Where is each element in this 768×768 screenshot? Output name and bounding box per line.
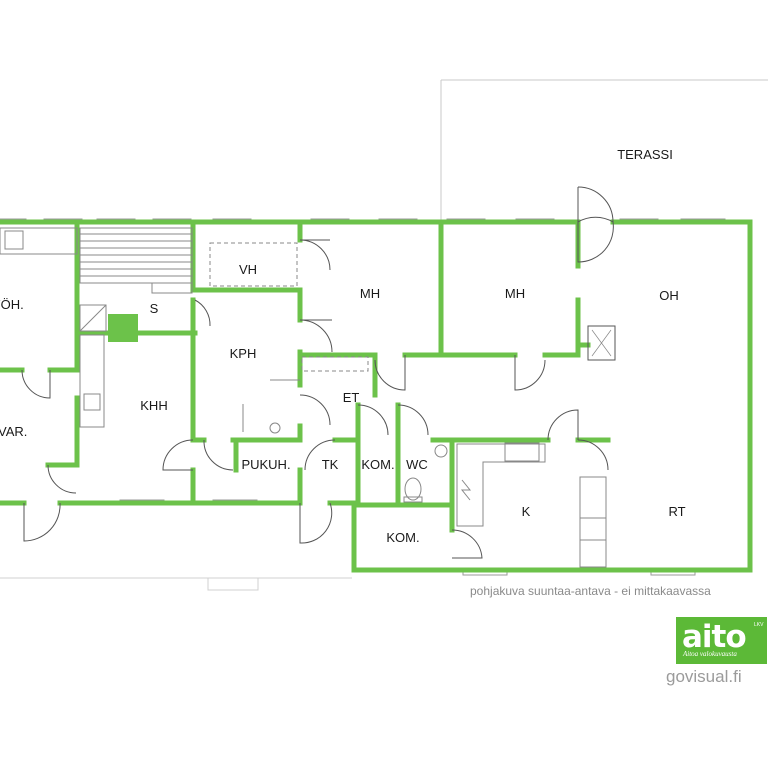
room-label-yoh: YÖH. [0, 297, 24, 312]
logo-mark: LKV [754, 622, 764, 628]
logo-tagline: Aitoa valokuvausta [683, 650, 737, 658]
doors [21, 186, 614, 559]
floor-plan: TERASSI MH MH OH VH S KPH ET KHH PUKUH. … [0, 79, 768, 591]
room-label-s: S [150, 301, 159, 316]
room-label-var: VAR. [0, 424, 27, 439]
walls [0, 219, 753, 573]
room-label-pukuh: PUKUH. [241, 457, 290, 472]
plan-guide-lines [0, 577, 352, 591]
sauna-stove [108, 314, 138, 342]
room-label-terassi: TERASSI [617, 147, 673, 162]
aito-logo: aito LKV Aitoa valokuvausta [676, 617, 767, 664]
terrace-outline [440, 79, 768, 221]
site-url: govisual.fi [666, 667, 742, 686]
room-label-kom-1: KOM. [361, 457, 394, 472]
fireplace [587, 325, 616, 361]
room-label-rt: RT [668, 504, 685, 519]
room-label-kom-2: KOM. [386, 530, 419, 545]
room-label-vh: VH [239, 262, 257, 277]
fixtures [0, 227, 607, 568]
room-label-khh: KHH [140, 398, 167, 413]
room-label-et: ET [343, 390, 360, 405]
room-label-wc: WC [406, 457, 428, 472]
windows [0, 218, 726, 576]
room-label-mh-2: MH [505, 286, 525, 301]
logo-word: aito [682, 619, 747, 655]
room-label-mh-1: MH [360, 286, 380, 301]
disclaimer-note: pohjakuva suuntaa-antava - ei mittakaava… [470, 584, 711, 598]
room-label-k: K [522, 504, 531, 519]
room-label-oh: OH [659, 288, 679, 303]
room-label-tk: TK [322, 457, 339, 472]
room-label-kph: KPH [230, 346, 257, 361]
